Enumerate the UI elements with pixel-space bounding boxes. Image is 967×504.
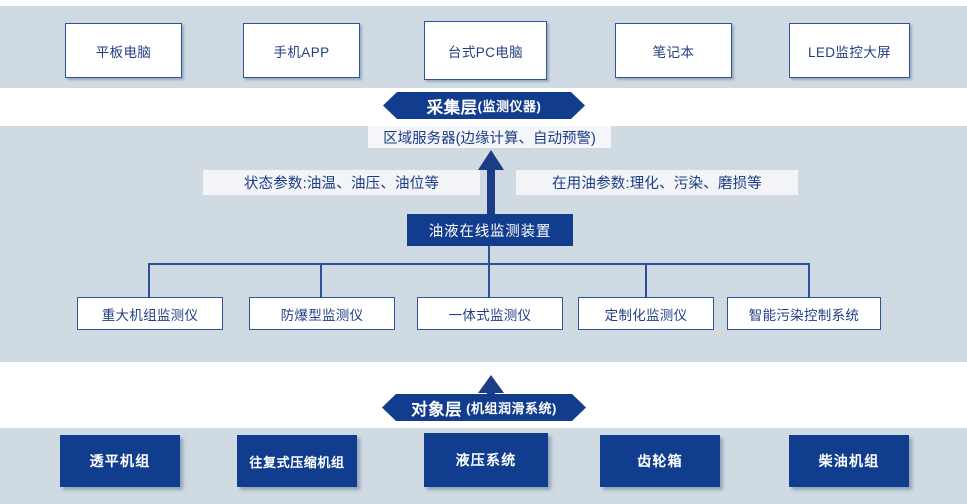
monitor-box-explosion-proof[interactable]: 防爆型监测仪: [249, 297, 395, 330]
object-box-diesel-unit[interactable]: 柴油机组: [789, 435, 909, 487]
oil-parameters-label: 在用油参数:理化、污染、磨损等: [516, 170, 798, 195]
status-parameters-text: 状态参数:油温、油压、油位等: [243, 176, 440, 192]
object-box-label: 透平机组: [89, 453, 151, 469]
top-box-laptop[interactable]: 笔记本: [615, 23, 732, 78]
top-box-label: 平板电脑: [95, 44, 152, 60]
object-box-label: 往复式压缩机组: [249, 454, 345, 470]
collection-layer-banner: 采集层 (监测仪器): [383, 92, 585, 119]
monitor-box-customized[interactable]: 定制化监测仪: [578, 297, 714, 330]
object-box-turbine-unit[interactable]: 透平机组: [60, 435, 180, 487]
top-box-led-screen[interactable]: LED监控大屏: [789, 23, 910, 78]
top-box-mobile-app[interactable]: 手机APP: [243, 23, 360, 78]
connector-drop-1: [148, 263, 151, 297]
center-device-box[interactable]: 油液在线监测装置: [407, 214, 573, 246]
top-box-tablet[interactable]: 平板电脑: [65, 23, 182, 78]
monitor-box-label: 重大机组监测仪: [101, 307, 199, 323]
monitor-box-label: 防爆型监测仪: [280, 307, 364, 323]
object-box-label: 齿轮箱: [637, 453, 683, 469]
collection-layer-subtitle: (监测仪器): [477, 99, 542, 114]
connector-drop-2: [320, 263, 323, 297]
monitor-box-label: 智能污染控制系统: [748, 307, 860, 323]
object-box-hydraulic-system[interactable]: 液压系统: [424, 433, 548, 487]
object-layer-subtitle: (机组润滑系统): [466, 401, 557, 416]
top-box-label: LED监控大屏: [807, 44, 892, 60]
connector-drop-4: [645, 263, 648, 297]
top-box-label: 笔记本: [652, 44, 695, 60]
top-box-desktop-pc[interactable]: 台式PC电脑: [424, 21, 547, 80]
connector-drop-5: [808, 263, 811, 297]
object-box-label: 柴油机组: [818, 453, 880, 469]
object-box-gearbox[interactable]: 齿轮箱: [600, 435, 720, 487]
connector-drop-3: [488, 263, 491, 297]
object-box-reciprocating-compressor[interactable]: 往复式压缩机组: [237, 435, 357, 487]
arrow-device-to-server: [478, 150, 504, 214]
connector-stem: [488, 246, 491, 264]
monitor-box-label: 定制化监测仪: [604, 307, 688, 323]
collection-layer-title: 采集层: [426, 98, 478, 117]
oil-parameters-text: 在用油参数:理化、污染、磨损等: [551, 176, 763, 192]
center-device-label: 油液在线监测装置: [428, 223, 552, 240]
object-layer-banner: 对象层 (机组润滑系统): [382, 394, 586, 421]
region-server-label: 区域服务器(边缘计算、自动预警): [368, 126, 611, 148]
monitor-box-integrated[interactable]: 一体式监测仪: [417, 297, 563, 330]
object-layer-title: 对象层: [411, 400, 463, 419]
object-box-label: 液压系统: [455, 452, 517, 468]
monitor-box-label: 一体式监测仪: [448, 307, 532, 323]
status-parameters-label: 状态参数:油温、油压、油位等: [203, 170, 480, 195]
monitor-box-major-unit[interactable]: 重大机组监测仪: [77, 297, 223, 330]
top-box-label: 手机APP: [273, 44, 330, 60]
region-server-text: 区域服务器(边缘计算、自动预警): [383, 130, 596, 147]
monitor-box-smart-contamination[interactable]: 智能污染控制系统: [727, 297, 881, 330]
connector-bus: [148, 263, 810, 266]
top-box-label: 台式PC电脑: [447, 44, 524, 60]
